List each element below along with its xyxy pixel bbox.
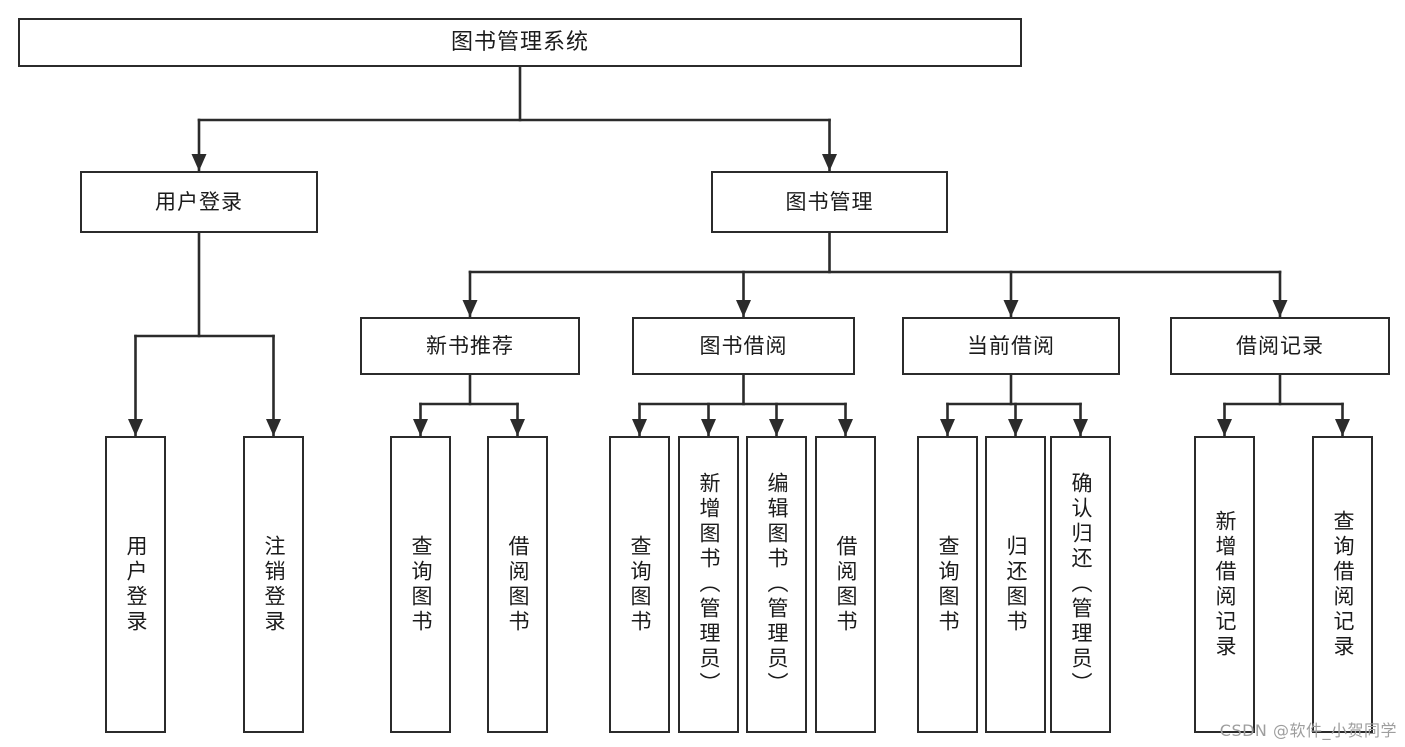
node-label: 当前借阅 [967, 333, 1055, 358]
node-leaf_8: 借阅图书 [815, 436, 876, 733]
node-current: 当前借阅 [902, 317, 1120, 375]
node-leaf_13: 查询借阅记录 [1312, 436, 1373, 733]
node-label: 图书借阅 [699, 333, 788, 358]
node-label: 图书管理 [785, 189, 874, 214]
node-leaf_12: 新增借阅记录 [1194, 436, 1255, 733]
node-label: 借阅图书 [834, 534, 858, 635]
node-label: 归还图书 [1004, 534, 1028, 635]
node-label: 编辑图书（管理员） [765, 472, 789, 697]
node-label: 查询图书 [628, 534, 652, 635]
node-new_rec: 新书推荐 [360, 317, 580, 375]
node-leaf_10: 归还图书 [985, 436, 1046, 733]
node-book_mgmt: 图书管理 [711, 171, 948, 233]
node-leaf_11: 确认归还（管理员） [1050, 436, 1111, 733]
node-label: 注销登录 [262, 534, 286, 635]
node-leaf_5: 查询图书 [609, 436, 670, 733]
node-label: 新书推荐 [426, 333, 514, 358]
node-label: 借阅记录 [1236, 333, 1324, 358]
node-label: 图书管理系统 [450, 29, 589, 55]
node-label: 借阅图书 [506, 534, 530, 635]
node-label: 查询图书 [936, 534, 960, 635]
node-leaf_4: 借阅图书 [487, 436, 548, 733]
node-leaf_3: 查询图书 [390, 436, 451, 733]
node-root: 图书管理系统 [18, 18, 1022, 67]
node-label: 用户登录 [155, 189, 243, 214]
node-label: 确认归还（管理员） [1069, 472, 1093, 697]
node-label: 用户登录 [124, 534, 148, 635]
node-label: 新增图书（管理员） [697, 472, 721, 697]
node-label: 新增借阅记录 [1213, 509, 1237, 660]
node-leaf_1: 用户登录 [105, 436, 166, 733]
node-leaf_2: 注销登录 [243, 436, 304, 733]
node-history: 借阅记录 [1170, 317, 1390, 375]
node-leaf_9: 查询图书 [917, 436, 978, 733]
node-user_login: 用户登录 [80, 171, 318, 233]
node-borrow: 图书借阅 [632, 317, 855, 375]
watermark-label: CSDN @软件_小贺同学 [1219, 721, 1397, 740]
node-label: 查询图书 [409, 534, 433, 635]
node-label: 查询借阅记录 [1331, 509, 1355, 660]
node-leaf_6: 新增图书（管理员） [678, 436, 739, 733]
node-leaf_7: 编辑图书（管理员） [746, 436, 807, 733]
